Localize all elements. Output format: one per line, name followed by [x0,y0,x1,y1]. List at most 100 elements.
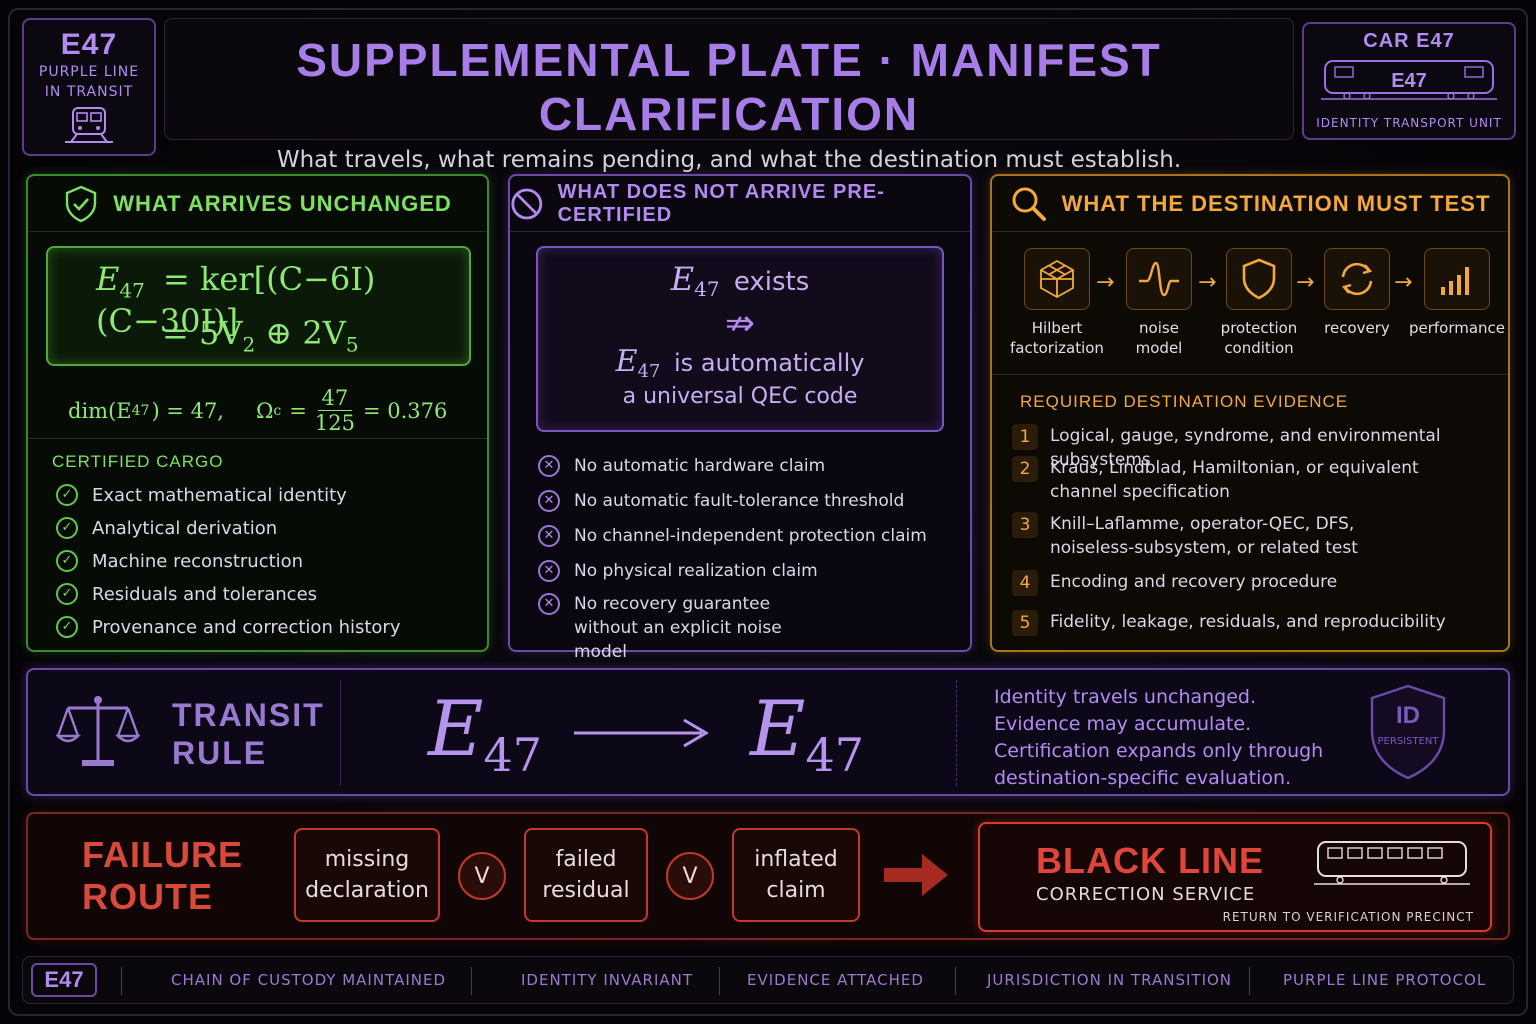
page-subtitle: What travels, what remains pending, and … [276,147,1182,173]
x-circle-icon: ✕ [538,593,560,615]
identity-equation: E47 = ker[(C−6I)(C−30I)] = 5V2 ⊕ 2V5 [46,246,471,366]
logo-line2: IN TRANSIT [44,84,134,100]
flow-arrow-icon: → [1394,270,1413,295]
not-certified-heading-bar: WHAT DOES NOT ARRIVE PRE-CERTIFIED [510,176,970,232]
car-title: CAR E47 [1363,30,1455,52]
not-certified-heading: WHAT DOES NOT ARRIVE PRE-CERTIFIED [557,180,885,226]
equation-line-1: E47 = ker[(C−6I)(C−30I)] [96,260,376,341]
excluded-claim: ✕No channel-independent protection claim [538,524,927,548]
flow-arrow-icon: → [1096,270,1115,295]
evidence-label: REQUIRED DESTINATION EVIDENCE [1020,392,1349,411]
footer-bar: E47 CHAIN OF CUSTODY MAINTAINED IDENTITY… [22,956,1514,1004]
check-icon: ✓ [56,517,78,539]
omega-fraction: 47 125 [314,386,355,435]
line-logo: E47 PURPLE LINE IN TRANSIT [22,18,156,156]
check-icon: ✓ [56,583,78,605]
destination-heading: WHAT THE DESTINATION MUST TEST [1061,190,1491,216]
x-circle-icon: ✕ [538,490,560,512]
transit-rule-text: Identity travels unchanged. Evidence may… [994,686,1324,789]
logo-line1: PURPLE LINE [38,64,140,80]
cargo-label: CERTIFIED CARGO [52,452,224,471]
cycle-icon [1341,262,1373,296]
title-banner: SUPPLEMENTAL PLATE · MANIFEST CLARIFICAT… [164,18,1294,173]
check-icon: ✓ [56,550,78,572]
magnifier-icon [1012,187,1046,221]
excluded-claim: ✕No recovery guarantee without an explic… [538,592,838,664]
red-arrow-icon [884,854,948,896]
shield-check-icon [66,185,97,222]
car-unit-label: IDENTITY TRANSPORT UNIT [1316,116,1502,130]
waveform-icon [1139,261,1179,297]
check-icon: ✓ [56,616,78,638]
x-circle-icon: ✕ [538,560,560,582]
id-shield-icon [1370,684,1446,780]
footer-badge: E47 [31,963,97,997]
non-implication-box: E47 exists ⇏ E47 is automatically a univ… [536,246,944,432]
cargo-item: ✓Analytical derivation [56,517,277,541]
check-icon: ✓ [56,484,78,506]
flow-arrow-icon: → [1198,270,1217,295]
cube-icon [1040,259,1074,299]
id-badge-subtext: PERSISTENT [1377,736,1439,747]
arrives-heading: WHAT ARRIVES UNCHANGED [113,190,452,216]
x-circle-icon: ✕ [538,525,560,547]
train-front-icon [65,107,113,143]
equation-line-2: = 5V2 ⊕ 2V5 [162,314,359,357]
footer-item: CHAIN OF CUSTODY MAINTAINED [171,971,447,989]
excluded-claim: ✕No automatic fault-tolerance threshold [538,489,904,513]
or-operator: V [458,852,506,900]
footer-item: JURISDICTION IN TRANSITION [987,971,1233,989]
train-car-icon [1314,841,1470,885]
cargo-item: ✓Residuals and tolerances [56,583,317,607]
excluded-claim: ✕No physical realization claim [538,559,818,583]
logo-code: E47 [60,28,118,61]
destination-identity: E47 [750,684,865,783]
train-car-icon [1321,60,1497,100]
cargo-item: ✓Exact mathematical identity [56,484,347,508]
car-identifier: CAR E47 E47 IDENTITY TRANSPORT UNIT [1302,22,1516,140]
excluded-claim: ✕No automatic hardware claim [538,454,825,478]
flow-arrow-icon: → [1296,270,1315,295]
prohibited-icon [511,188,543,219]
cargo-item: ✓Provenance and correction history [56,616,401,640]
does-not-imply-icon: ⇏ [724,303,756,345]
page-title: SUPPLEMENTAL PLATE · MANIFEST CLARIFICAT… [296,34,1162,140]
long-arrow-icon [574,718,709,748]
destination-heading-bar: WHAT THE DESTINATION MUST TEST [992,176,1508,232]
test-step: recovery [1322,248,1392,338]
footer-item: PURPLE LINE PROTOCOL [1283,971,1487,989]
test-step: performance [1409,248,1505,338]
arrives-unchanged-panel: WHAT ARRIVES UNCHANGED E47 = ker[(C−6I)(… [26,174,489,652]
black-line-title: BLACK LINE [1036,840,1264,881]
cargo-item: ✓Machine reconstruction [56,550,303,574]
id-badge-text: ID [1396,702,1420,729]
source-identity: E47 [428,684,543,783]
not-certified-panel: WHAT DOES NOT ARRIVE PRE-CERTIFIED E47 e… [508,174,972,662]
car-tag: E47 [1391,70,1427,92]
black-line-subtitle: CORRECTION SERVICE [1036,884,1256,905]
black-line-destination: BLACK LINE CORRECTION SERVICE RETURN TO … [978,822,1492,932]
footer-item: EVIDENCE ATTACHED [747,971,924,989]
footer-item: IDENTITY INVARIANT [521,971,694,989]
x-circle-icon: ✕ [538,455,560,477]
black-line-note: RETURN TO VERIFICATION PRECINCT [1222,910,1474,924]
or-operator: V [666,852,714,900]
shield-icon [1242,258,1276,300]
